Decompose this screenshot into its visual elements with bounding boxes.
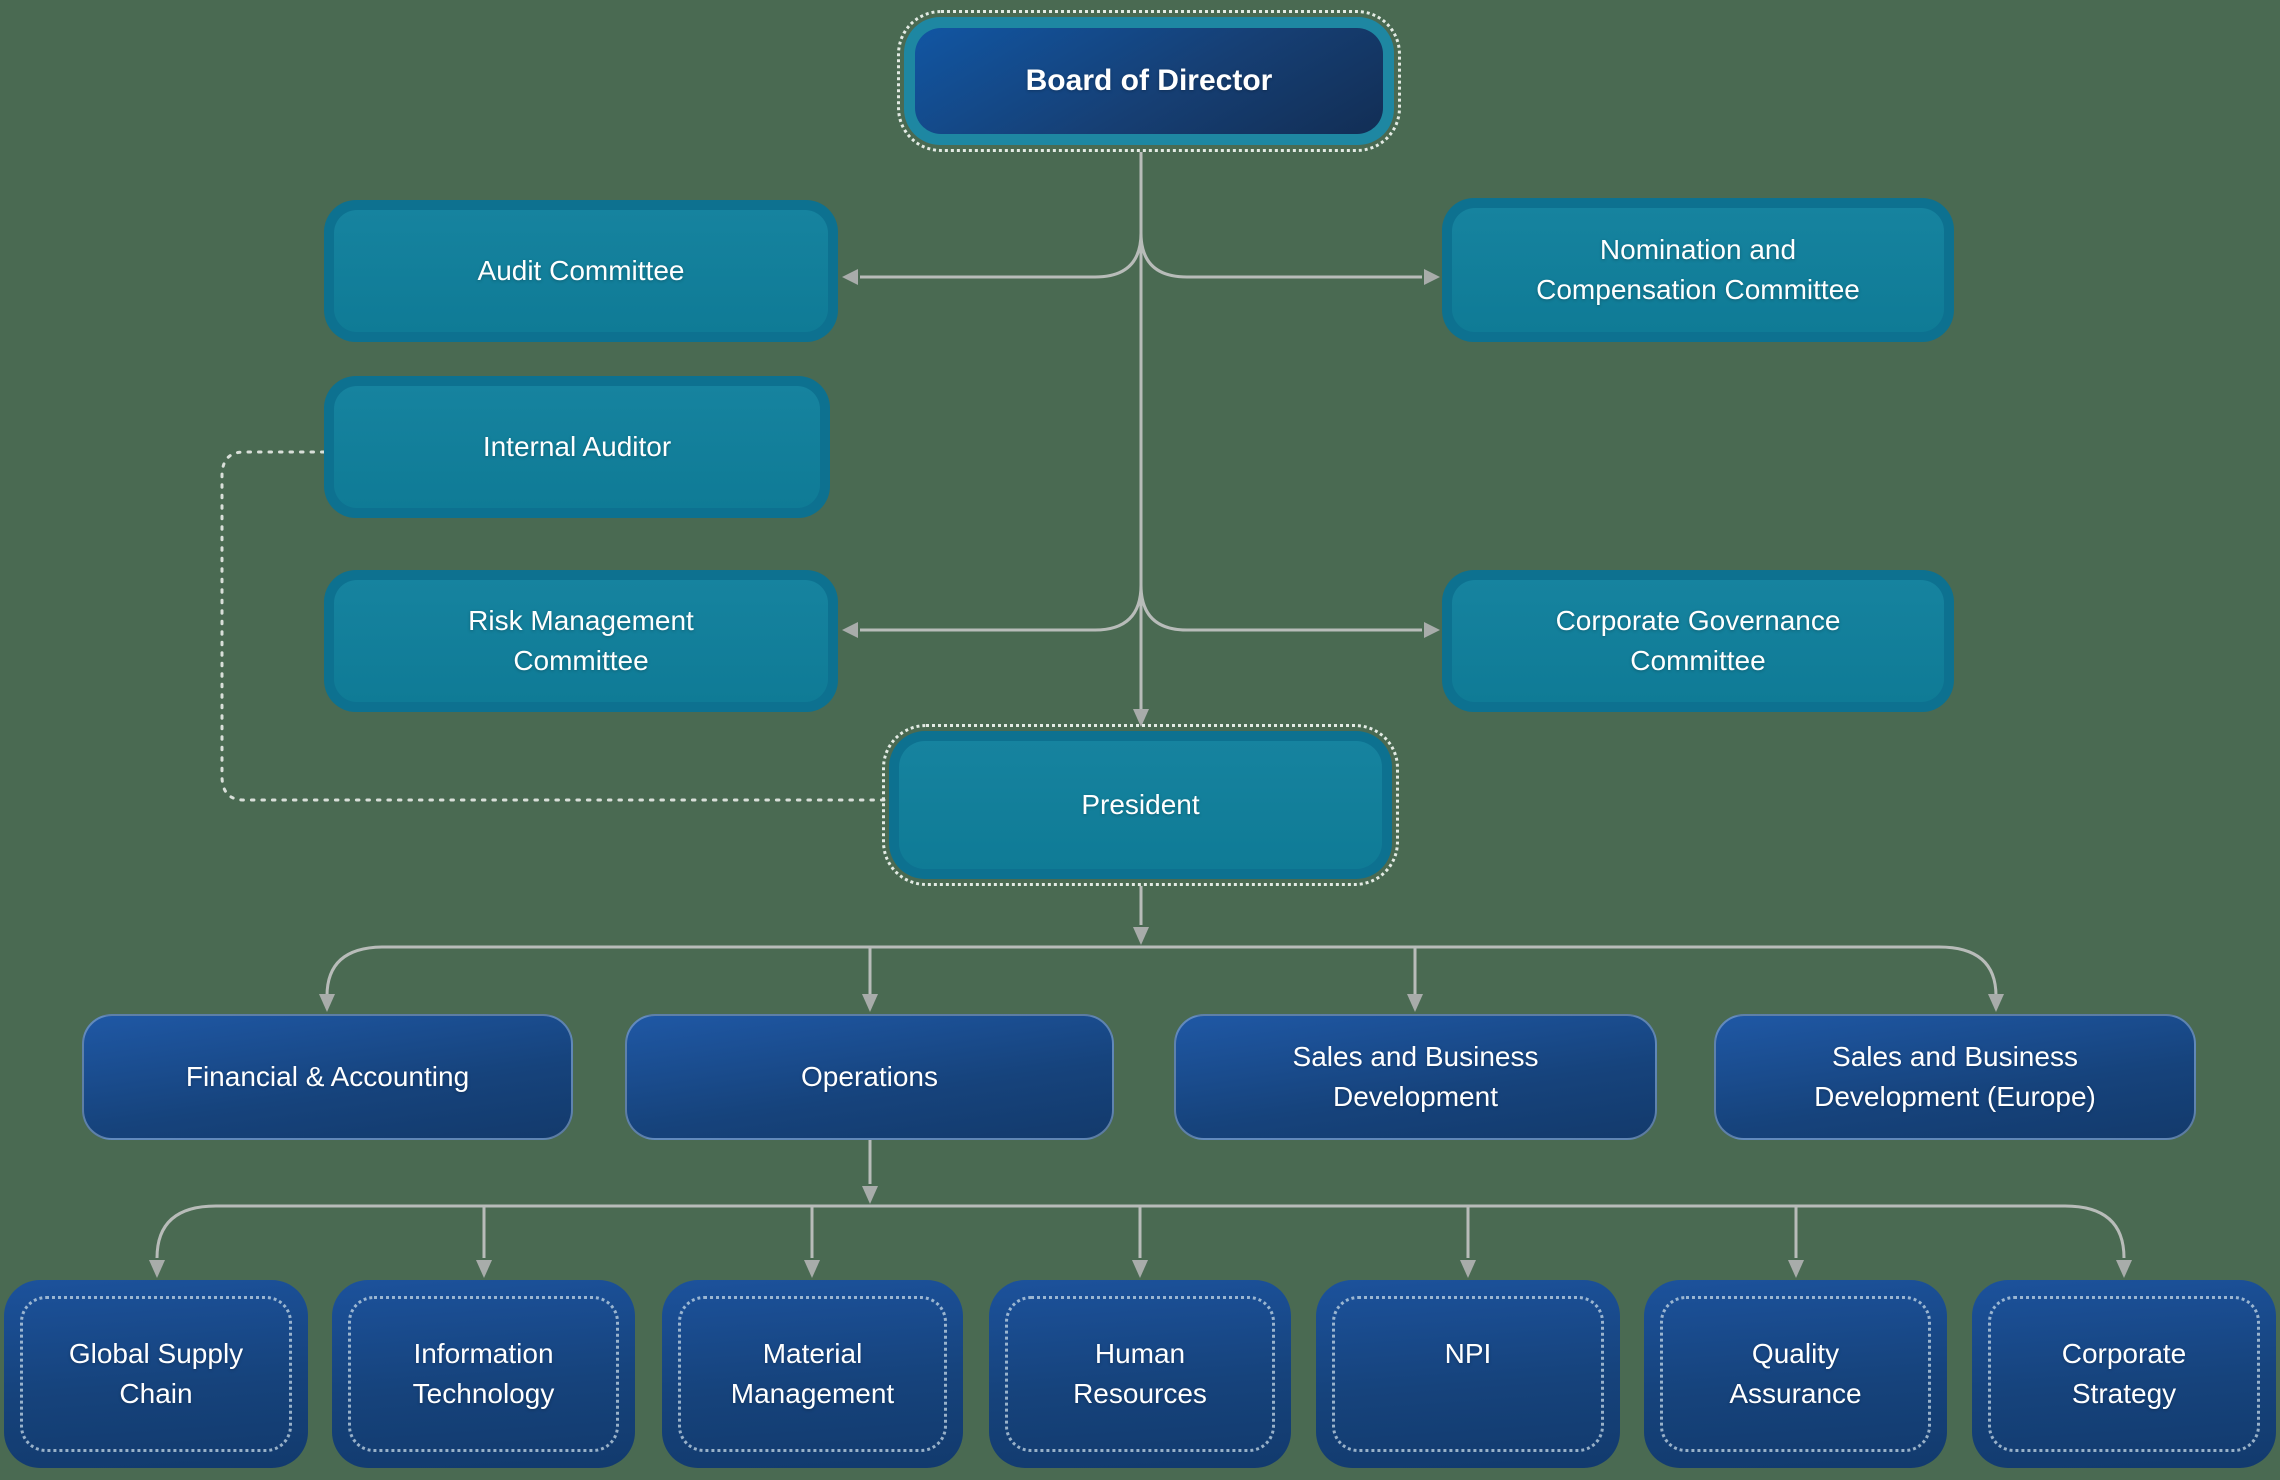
nomination-card: Nomination and Compensation Committee	[1452, 208, 1944, 332]
arrow-president-rail1	[1133, 927, 1149, 945]
governance-card: Corporate Governance Committee	[1452, 580, 1944, 702]
arrow-into-sales	[1407, 994, 1423, 1012]
arrow-into-audit	[842, 269, 858, 285]
audit-label: Audit Committee	[477, 255, 685, 286]
gsc-dotted-border	[20, 1296, 292, 1452]
arrow-into-npi	[1460, 1260, 1476, 1278]
arrow-into-gsc	[149, 1260, 165, 1278]
internal-auditor-label: Internal Auditor	[482, 431, 672, 462]
arrow-into-it	[476, 1260, 492, 1278]
internal-auditor-card: Internal Auditor	[334, 386, 820, 508]
it-dotted-border	[348, 1296, 619, 1452]
president-card: President	[899, 741, 1382, 869]
node-internal-auditor: Internal Auditor	[324, 376, 830, 518]
gsc-label: Global Supply Chain	[68, 1338, 244, 1409]
arrow-into-strategy	[2116, 1260, 2132, 1278]
risk-card: Risk Management Committee	[334, 580, 828, 702]
node-operations: Operations	[625, 1014, 1114, 1140]
arrow-into-governance	[1424, 622, 1440, 638]
qa-label: Quality Assurance	[1729, 1338, 1862, 1409]
board-label: Board of Director	[1025, 64, 1273, 97]
president-label: President	[1081, 789, 1200, 820]
arrow-into-hr	[1132, 1260, 1148, 1278]
arrowheads	[149, 269, 2132, 1278]
board-teal-ring: Board of Director	[904, 17, 1394, 145]
arrow-into-operations	[862, 994, 878, 1012]
financial-label: Financial & Accounting	[185, 1061, 470, 1092]
node-corporate-governance-committee: Corporate Governance Committee	[1442, 570, 1954, 712]
edge-branch-nomination	[1139, 232, 1422, 279]
npi-label: NPI	[1444, 1338, 1492, 1369]
node-audit-committee: Audit Committee	[324, 200, 838, 342]
npi-dotted-border	[1332, 1296, 1604, 1452]
arrow-operations-rail2	[862, 1186, 878, 1204]
node-human-resources: Human Resources	[989, 1280, 1291, 1468]
board-card: Board of Director	[915, 28, 1383, 134]
nomination-label: Nomination and Compensation Committee	[1536, 234, 1860, 305]
node-president: President	[882, 724, 1399, 886]
node-board-of-director: Board of Director	[897, 10, 1401, 152]
audit-card: Audit Committee	[334, 210, 828, 332]
sales-europe-label: Sales and Business Development (Europe)	[1814, 1041, 2096, 1112]
qa-dotted-border	[1660, 1296, 1931, 1452]
node-corporate-strategy: Corporate Strategy	[1972, 1280, 2276, 1468]
node-material-management: Material Management	[662, 1280, 963, 1468]
arrow-into-mm	[804, 1260, 820, 1278]
mm-label: Material Management	[730, 1338, 895, 1409]
node-information-technology: Information Technology	[332, 1280, 635, 1468]
mm-dotted-border	[678, 1296, 947, 1452]
arrow-into-sales-europe	[1988, 994, 2004, 1012]
arrow-into-risk	[842, 622, 858, 638]
strategy-dotted-border	[1988, 1296, 2260, 1452]
edge-branch-risk	[860, 584, 1143, 632]
node-nomination-compensation-committee: Nomination and Compensation Committee	[1442, 198, 1954, 342]
arrow-into-qa	[1788, 1260, 1804, 1278]
risk-label: Risk Management Committee	[468, 605, 694, 676]
node-npi: NPI	[1316, 1280, 1620, 1468]
operations-label: Operations	[801, 1061, 938, 1092]
node-financial-accounting: Financial & Accounting	[82, 1014, 573, 1140]
edge-branch-audit	[860, 232, 1143, 279]
node-sales-business-development: Sales and Business Development	[1174, 1014, 1657, 1140]
hr-dotted-border	[1005, 1296, 1275, 1452]
arrow-into-president	[1133, 709, 1149, 727]
node-quality-assurance: Quality Assurance	[1644, 1280, 1947, 1468]
node-sales-business-development-europe: Sales and Business Development (Europe)	[1714, 1014, 2196, 1140]
node-global-supply-chain: Global Supply Chain	[4, 1280, 308, 1468]
it-label: Information Technology	[412, 1338, 555, 1409]
edge-rail1	[325, 945, 1998, 997]
arrow-into-nomination	[1424, 269, 1440, 285]
governance-label: Corporate Governance Committee	[1555, 605, 1841, 676]
president-teal-ring: President	[889, 731, 1392, 879]
arrow-into-financial	[319, 994, 335, 1012]
strategy-label: Corporate Strategy	[2061, 1338, 2187, 1409]
node-risk-management-committee: Risk Management Committee	[324, 570, 838, 712]
sales-label: Sales and Business Development	[1292, 1041, 1539, 1112]
edge-branch-governance	[1139, 584, 1422, 632]
hr-label: Human Resources	[1073, 1338, 1207, 1409]
